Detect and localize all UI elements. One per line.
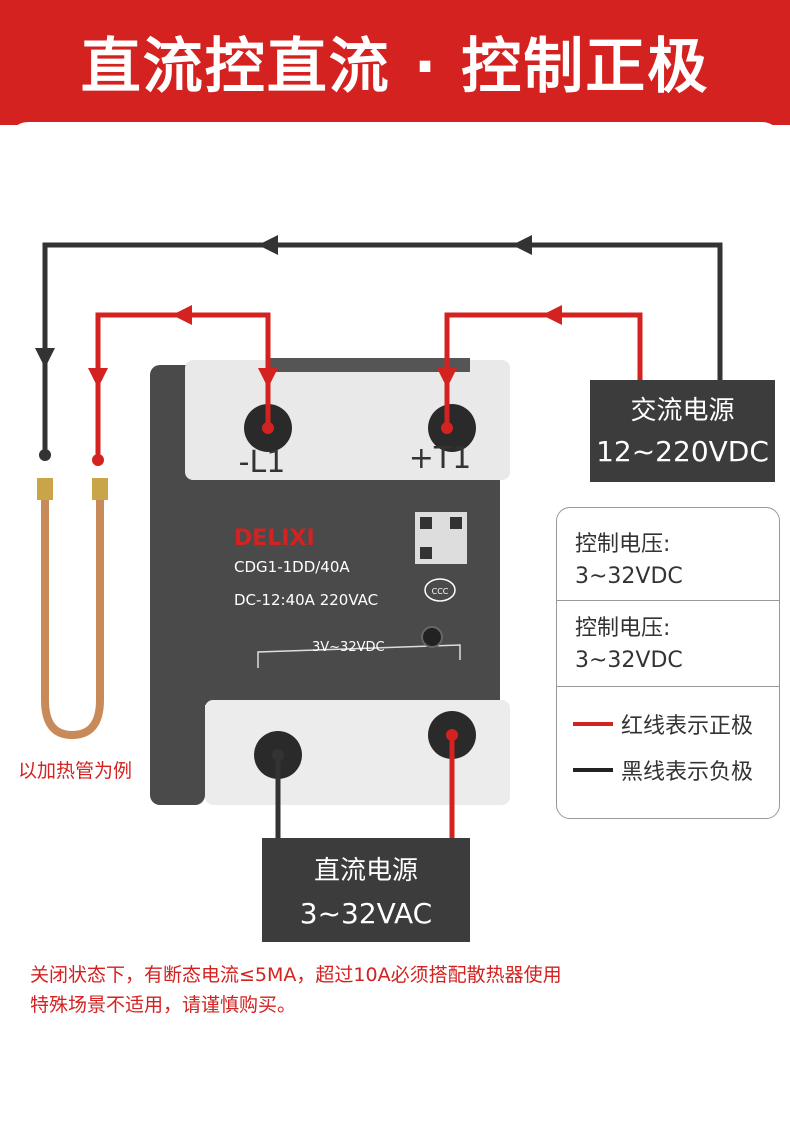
brand-logo: DELIXI — [234, 526, 315, 551]
model-number: CDG1-1DD/40A — [234, 558, 350, 576]
arrow-left-icon — [542, 305, 562, 325]
terminal-right-label: +T1 — [409, 441, 472, 476]
wire-end-dot — [262, 422, 274, 434]
arrow-left-icon — [172, 305, 192, 325]
arrow-left-icon — [258, 235, 278, 255]
load-supply-voltage: 12~220VDC — [596, 435, 769, 468]
legend-panel: 控制电压: 3~32VDC 控制电压: 3~32VDC 红线表示正极 黑线表示负… — [556, 507, 780, 819]
red-line-key — [573, 722, 613, 726]
legend-divider — [557, 600, 779, 601]
header-banner: 直流控直流 · 控制正极 — [0, 0, 790, 125]
legend-divider — [557, 686, 779, 687]
control-supply-voltage: 3~32VAC — [299, 897, 433, 930]
heater-right-fitting — [92, 478, 108, 500]
terminal-left-label: -L1 — [239, 445, 286, 480]
wire-end-dot — [441, 422, 453, 434]
wire-end-dot — [39, 449, 51, 461]
arrow-left-icon — [512, 235, 532, 255]
footer-note-line1: 关闭状态下，有断态电流≤5MA，超过10A必须搭配散热器使用 — [30, 964, 562, 986]
qr-code-corner — [420, 517, 432, 529]
wiring-diagram: -L1 +T1 DELIXI CDG1-1DD/40A DC-12:40A 22… — [35, 235, 723, 838]
wire-end-dot — [446, 729, 458, 741]
wire-end-dot — [92, 454, 104, 466]
wire-end-dot — [272, 749, 284, 761]
arrow-down-icon — [437, 368, 457, 388]
status-led — [421, 626, 443, 648]
heater-caption: 以加热管为例 — [18, 760, 133, 782]
legend-item2-title: 控制电压: — [575, 616, 671, 641]
legend-item1-value: 3~32VDC — [575, 564, 683, 589]
page-title: 直流控直流 · 控制正极 — [80, 32, 710, 102]
control-supply-title: 直流电源 — [313, 856, 418, 886]
ccc-mark-text: CCC — [432, 587, 449, 596]
footer-note-line2: 特殊场景不适用，请谨慎购买。 — [30, 994, 297, 1016]
control-bracket — [257, 644, 461, 668]
qr-code-corner — [450, 517, 462, 529]
arrow-down-icon — [88, 368, 108, 388]
heater-left-fitting — [37, 478, 53, 500]
legend-item1-title: 控制电压: — [575, 532, 671, 557]
black-line-label: 黑线表示负极 — [621, 760, 754, 785]
rating-spec: DC-12:40A 220VAC — [234, 591, 378, 609]
arrow-down-icon — [35, 348, 55, 368]
footer-note: 关闭状态下，有断态电流≤5MA，超过10A必须搭配散热器使用 特殊场景不适用，请… — [30, 960, 770, 1020]
legend-item2-value: 3~32VDC — [575, 648, 683, 673]
black-line-key — [573, 768, 613, 772]
heater-element — [37, 478, 108, 740]
control-range-label: 3V~32VDC — [312, 640, 385, 655]
heater-tube — [41, 500, 104, 740]
arrow-down-icon — [258, 368, 278, 388]
ccc-mark — [424, 578, 456, 602]
red-line-label: 红线表示正极 — [621, 714, 754, 739]
relay-top-slot — [270, 358, 470, 372]
qr-code-corner — [420, 547, 432, 559]
load-supply-title: 交流电源 — [630, 396, 735, 426]
control-supply-box: 直流电源 3~32VAC — [262, 838, 470, 942]
load-supply-box: 交流电源 12~220VDC — [590, 380, 775, 482]
